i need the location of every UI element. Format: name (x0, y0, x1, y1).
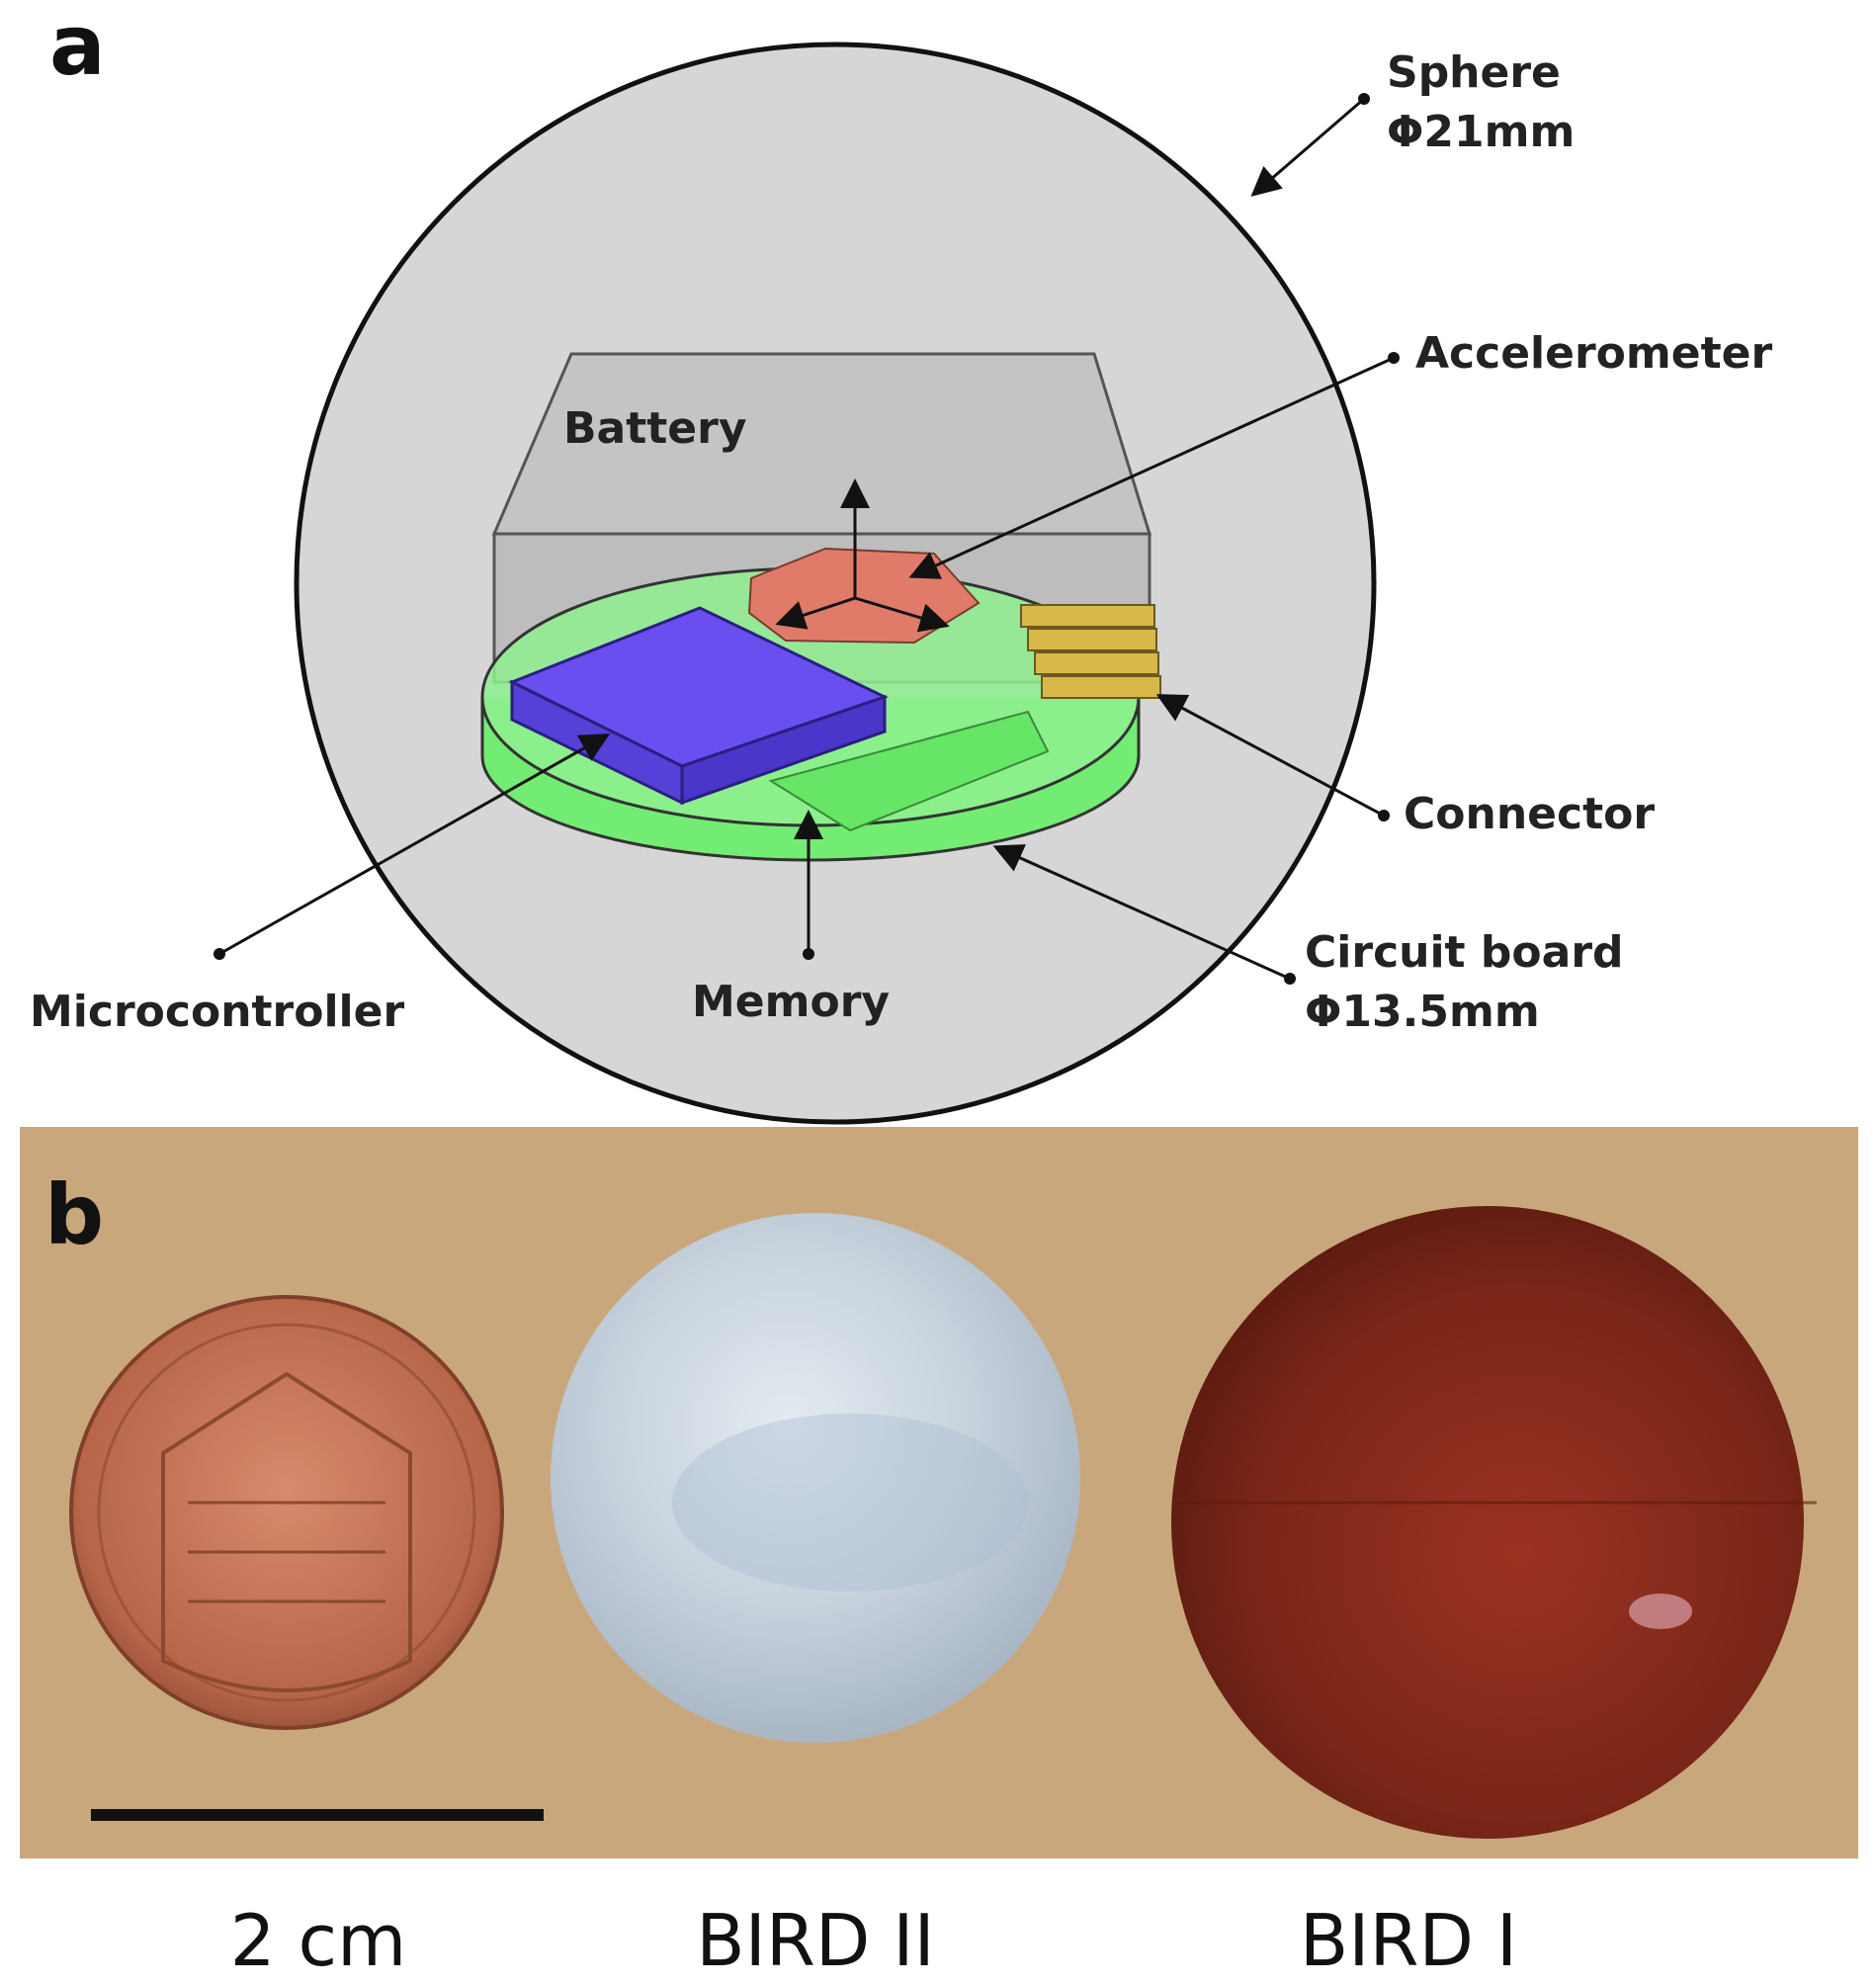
battery-label: Battery (563, 403, 747, 454)
panel-a-letter: a (49, 0, 106, 94)
connector-label: Connector (1404, 789, 1655, 839)
circuit-board-label: Circuit board (1305, 927, 1624, 978)
connector-block (1020, 604, 1161, 699)
bird-i-caption: BIRD I (1300, 1899, 1517, 1982)
panel-b-letter: b (44, 1166, 104, 1263)
bird-ii-caption: BIRD II (696, 1899, 934, 1982)
circuit-board-dimension: Φ13.5mm (1305, 987, 1540, 1037)
scale-caption: 2 cm (230, 1899, 406, 1982)
panel-b: b 2 cm BIRD II BIRD I (20, 1127, 1858, 1982)
sphere-dimension: Φ21mm (1387, 107, 1575, 157)
leader-dots (213, 93, 1400, 985)
microcontroller-label: Microcontroller (30, 987, 404, 1037)
leader-lines (218, 97, 1395, 981)
memory-label: Memory (692, 977, 890, 1027)
panel-a: a Battery (30, 0, 1772, 1125)
bird-i-sphere (1171, 1206, 1817, 1839)
sphere-label: Sphere (1387, 47, 1561, 98)
memory-chip (768, 710, 1050, 832)
bird-ii-sphere (551, 1213, 1080, 1743)
accelerometer-label: Accelerometer (1415, 328, 1772, 379)
penny (69, 1295, 504, 1730)
scale-bar (91, 1809, 544, 1821)
